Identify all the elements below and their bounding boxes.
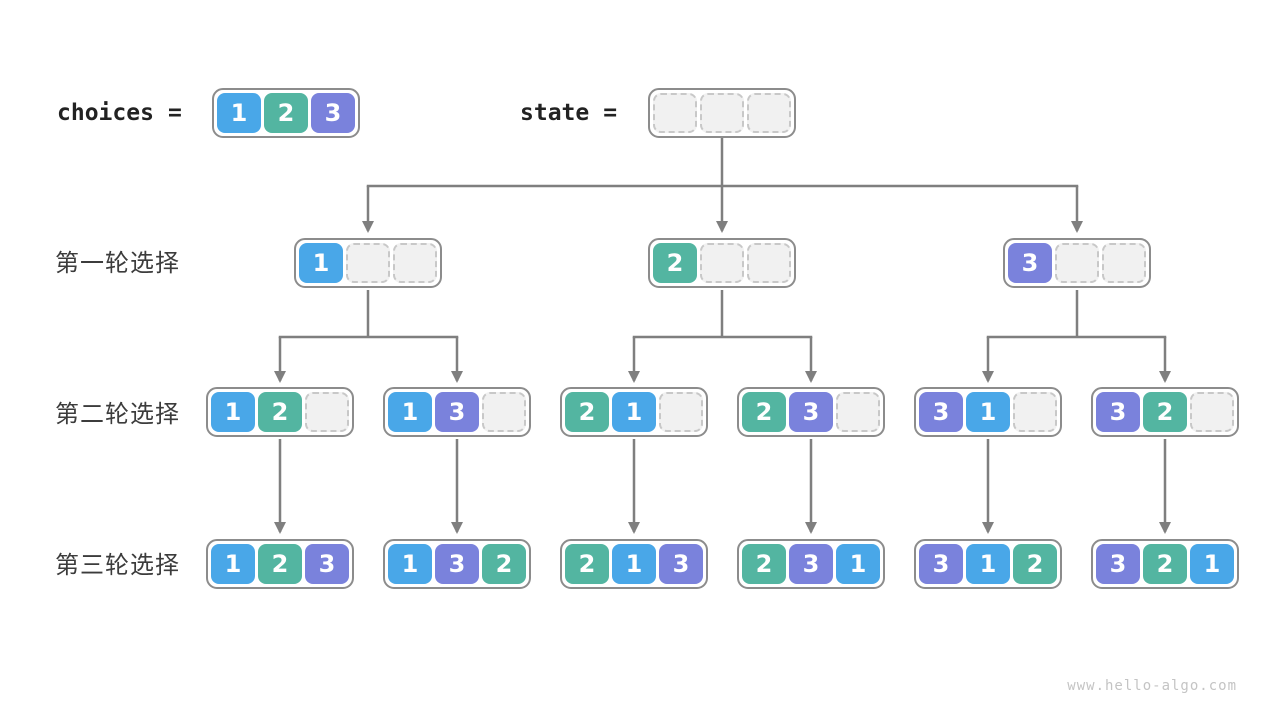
array-cell-empty [653,93,697,133]
array-cell-2: 2 [565,392,609,432]
tree-node-3: 3 [1003,238,1151,288]
array-cell-2: 2 [742,544,786,584]
choices-equals-sign: = [167,100,182,126]
round-2-label: 第二轮选择 [55,400,180,428]
array-cell-1: 1 [966,392,1010,432]
array-cell-1: 1 [836,544,880,584]
array-cell-empty [1055,243,1099,283]
tree-node-1: 1 [294,238,442,288]
array-cell-empty [659,392,703,432]
state-label: state [520,100,590,126]
array-cell-empty [1190,392,1234,432]
array-cell-2: 2 [258,392,302,432]
array-cell-1: 1 [612,544,656,584]
array-cell-1: 1 [1190,544,1234,584]
array-cell-3: 3 [311,93,355,133]
array-cell-empty [700,93,744,133]
array-cell-3: 3 [789,544,833,584]
array-cell-empty [747,93,791,133]
array-cell-1: 1 [211,544,255,584]
array-cell-3: 3 [1008,243,1052,283]
array-cell-2: 2 [482,544,526,584]
array-cell-empty [305,392,349,432]
choices-label-group: choices = [57,98,182,128]
tree-node-2: 2 [648,238,796,288]
array-cell-empty [1013,392,1057,432]
array-cell-3: 3 [659,544,703,584]
array-cell-empty [747,243,791,283]
choices-label: choices [57,100,154,126]
array-cell-1: 1 [299,243,343,283]
array-cell-2: 2 [653,243,697,283]
array-cell-1: 1 [388,544,432,584]
array-cell-3: 3 [1096,544,1140,584]
array-cell-empty [346,243,390,283]
state-label-group: state = [520,98,617,128]
array-cell-3: 3 [435,544,479,584]
array-cell-3: 3 [919,544,963,584]
array-cell-1: 1 [217,93,261,133]
array-cell-2: 2 [1143,392,1187,432]
array-cell-2: 2 [565,544,609,584]
array-cell-empty [700,243,744,283]
array-cell-3: 3 [305,544,349,584]
state-equals-sign: = [603,100,618,126]
array-cell-3: 3 [1096,392,1140,432]
array-cell-1: 1 [966,544,1010,584]
array-cell-3: 3 [435,392,479,432]
state-root-box [648,88,796,138]
array-cell-3: 3 [919,392,963,432]
site-watermark: www.hello-algo.com [1067,678,1237,694]
array-cell-2: 2 [264,93,308,133]
array-cell-empty [393,243,437,283]
round-1-label: 第一轮选择 [55,249,180,277]
array-cell-2: 2 [1013,544,1057,584]
array-cell-2: 2 [1143,544,1187,584]
array-cell-empty [1102,243,1146,283]
array-cell-empty [482,392,526,432]
array-cell-3: 3 [789,392,833,432]
array-cell-1: 1 [211,392,255,432]
array-cell-1: 1 [612,392,656,432]
array-cell-empty [836,392,880,432]
round-3-label: 第三轮选择 [55,551,180,579]
array-cell-1: 1 [388,392,432,432]
array-cell-2: 2 [258,544,302,584]
array-cell-2: 2 [742,392,786,432]
